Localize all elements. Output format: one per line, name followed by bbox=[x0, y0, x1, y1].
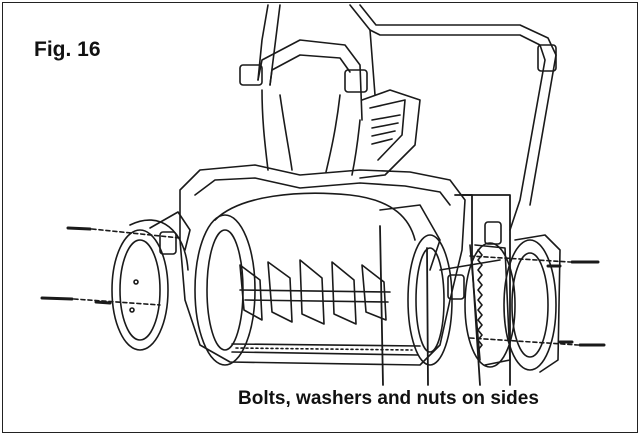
handle-frame bbox=[257, 4, 557, 231]
figure-label: Fig. 16 bbox=[34, 38, 101, 61]
motor-housing bbox=[359, 89, 421, 179]
bolts bbox=[40, 226, 606, 347]
handle-knob-right bbox=[537, 44, 557, 72]
discharge-chute bbox=[239, 39, 368, 176]
chute-knob-left bbox=[239, 64, 263, 86]
left-wheel bbox=[111, 211, 191, 351]
figure-caption: Bolts, washers and nuts on sides bbox=[238, 388, 539, 409]
leader-lines bbox=[379, 194, 511, 386]
auger-housing bbox=[179, 164, 466, 366]
right-wheel bbox=[407, 221, 561, 373]
left-wheel-knob bbox=[159, 231, 177, 255]
chute-knob-right bbox=[344, 69, 368, 93]
right-wheel-knob bbox=[484, 221, 502, 245]
figure-frame bbox=[2, 2, 638, 433]
